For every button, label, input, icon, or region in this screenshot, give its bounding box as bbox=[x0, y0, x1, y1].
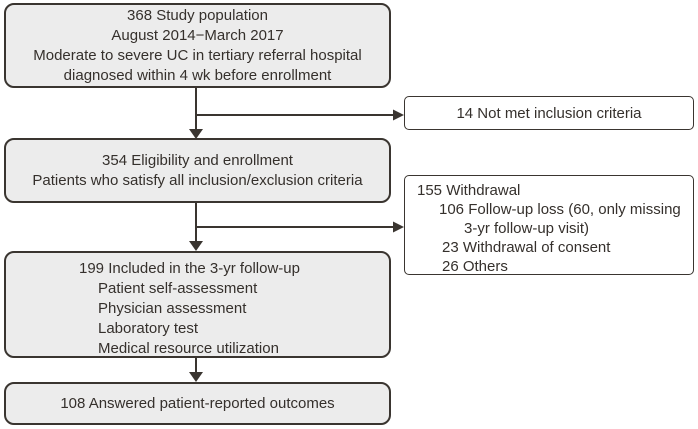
arrowhead-right-notmet bbox=[393, 109, 404, 121]
followup-item-laboratory-test: Laboratory test bbox=[98, 320, 199, 337]
withdrawal-total-line: 155 Withdrawal bbox=[417, 182, 521, 199]
not-met-inclusion-box: 14 Not met inclusion criteria bbox=[404, 96, 694, 130]
withdrawal-followup-loss-line: 106 Follow-up loss (60, only missing bbox=[439, 201, 681, 218]
followup-item-resource-utilization: Medical resource utilization bbox=[98, 340, 279, 357]
withdrawal-others-line: 26 Others bbox=[442, 258, 508, 275]
patient-reported-outcomes-box: 108 Answered patient-reported outcomes bbox=[4, 382, 391, 425]
arrowhead-down-outcomes bbox=[189, 372, 203, 382]
followup-item-self-assessment: Patient self-assessment bbox=[98, 280, 258, 297]
eligibility-enrollment-box: 354 Eligibility and enrollment Patients … bbox=[4, 138, 391, 203]
withdrawal-followup-loss-cont-line: 3-yr follow-up visit) bbox=[464, 220, 590, 237]
eligibility-criteria-line: Patients who satisfy all inclusion/exclu… bbox=[32, 171, 363, 189]
study-population-box: 368 Study population August 2014−March 2… bbox=[4, 3, 391, 88]
arrowhead-right-withdrawal bbox=[393, 221, 404, 233]
not-met-inclusion-line: 14 Not met inclusion criteria bbox=[456, 104, 642, 122]
arrowhead-down-followup bbox=[189, 241, 203, 251]
study-diagnosis-line: diagnosed within 4 wk before enrollment bbox=[63, 66, 332, 84]
outcomes-line: 108 Answered patient-reported outcomes bbox=[60, 394, 335, 412]
arrowhead-down-eligibility bbox=[189, 129, 203, 139]
followup-inclusion-box: 199 Included in the 3-yr follow-up Patie… bbox=[4, 251, 391, 358]
followup-item-physician-assessment: Physician assessment bbox=[98, 300, 247, 317]
withdrawal-consent-line: 23 Withdrawal of consent bbox=[442, 239, 611, 256]
study-criteria-line: Moderate to severe UC in tertiary referr… bbox=[33, 46, 362, 64]
study-period-line: August 2014−March 2017 bbox=[111, 26, 284, 44]
withdrawal-box: 155 Withdrawal 106 Follow-up loss (60, o… bbox=[404, 175, 694, 275]
followup-title: 199 Included in the 3-yr follow-up bbox=[79, 260, 300, 277]
study-population-line: 368 Study population bbox=[127, 6, 268, 24]
eligibility-count-line: 354 Eligibility and enrollment bbox=[102, 151, 293, 169]
